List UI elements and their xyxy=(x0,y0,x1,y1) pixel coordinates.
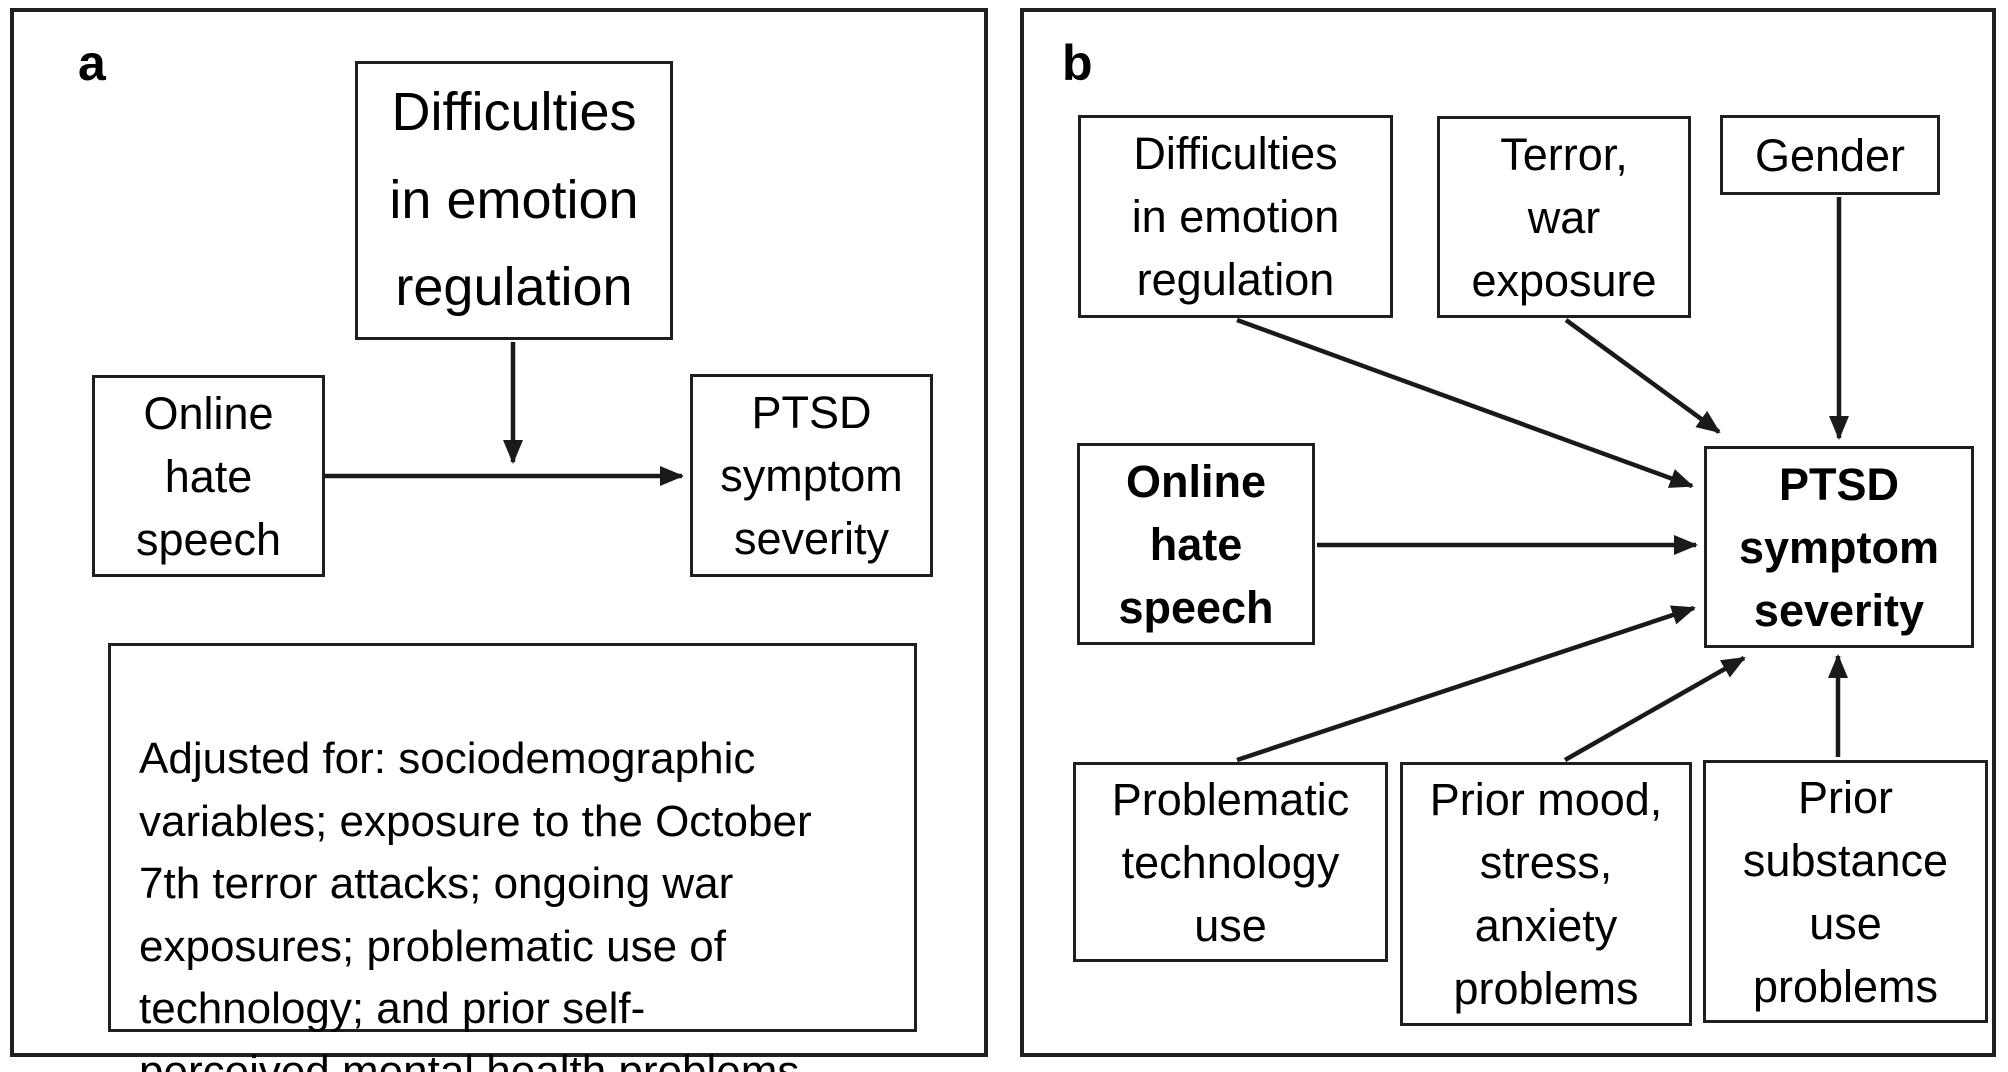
box-label: PTSD symptom severity xyxy=(720,387,903,564)
box-a-online-hate-speech: Online hate speech xyxy=(92,375,325,577)
box-label: Difficulties in emotion regulation xyxy=(389,82,639,318)
box-label: Online hate speech xyxy=(1118,455,1274,633)
box-label: Problematic technology use xyxy=(1111,773,1350,951)
panel-b-label: b xyxy=(1062,35,1093,91)
box-a-ptsd-symptom-severity: PTSD symptom severity xyxy=(690,374,933,577)
box-a-difficulties-emotion-regulation: Difficulties in emotion regulation xyxy=(355,61,673,340)
panel-a-label: a xyxy=(78,35,106,91)
box-b-difficulties-emotion-regulation: Difficulties in emotion regulation xyxy=(1078,115,1393,318)
box-label: Terror, war exposure xyxy=(1471,128,1657,306)
box-label: Prior mood, stress, anxiety problems xyxy=(1429,774,1663,1014)
box-b-ptsd-symptom-severity: PTSD symptom severity xyxy=(1704,446,1974,648)
box-label: Online hate speech xyxy=(135,387,282,565)
box-label: Gender xyxy=(1754,129,1906,181)
box-b-terror-war-exposure: Terror, war exposure xyxy=(1437,116,1691,318)
box-b-prior-mood-stress-anxiety: Prior mood, stress, anxiety problems xyxy=(1400,762,1692,1026)
adjusted-note-text: Adjusted for: sociodemographic variables… xyxy=(139,734,812,1072)
box-label: Prior substance use problems xyxy=(1742,771,1949,1012)
box-b-online-hate-speech: Online hate speech xyxy=(1077,443,1315,645)
box-b-problematic-technology-use: Problematic technology use xyxy=(1073,762,1388,962)
box-b-prior-substance-use: Prior substance use problems xyxy=(1703,760,1988,1023)
box-b-gender: Gender xyxy=(1720,115,1940,195)
box-a-adjusted-for-note: Adjusted for: sociodemographic variables… xyxy=(108,643,917,1072)
box-label: Difficulties in emotion regulation xyxy=(1131,128,1340,305)
box-label: PTSD symptom severity xyxy=(1738,458,1940,636)
